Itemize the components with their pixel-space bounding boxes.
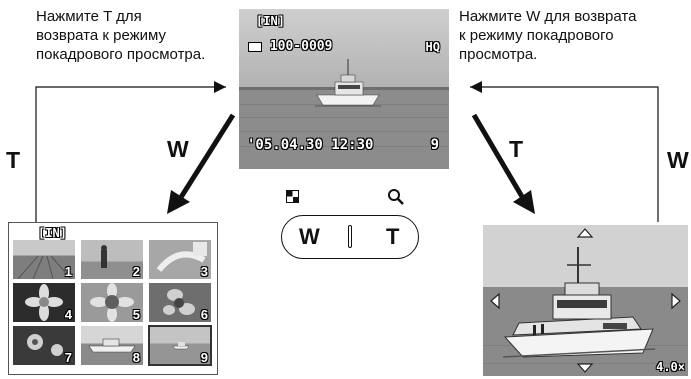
thumbnail[interactable]: 1 [13, 240, 75, 279]
arrow-left-icon [490, 292, 500, 310]
thumbnail-number: 9 [200, 350, 208, 365]
zoom-lever[interactable]: W T [281, 215, 419, 259]
index-view-screen: [IN] 1 2 3 4 5 6 7 8 9 [8, 222, 218, 375]
thumbnail-number: 2 [132, 264, 140, 279]
thumbnail-selected[interactable]: 9 [148, 325, 212, 366]
zoom-ratio: 4.0× [656, 360, 685, 374]
caption-right: Нажмите W для возврата к режиму покадров… [459, 8, 637, 63]
memory-indicator: [IN] [256, 14, 285, 28]
thumbnail-number: 7 [64, 350, 72, 365]
t-arrow [471, 113, 527, 202]
return-arrowhead-left [214, 81, 226, 93]
w-arrow [175, 113, 236, 204]
return-line-right [470, 86, 659, 222]
index-memory-indicator: [IN] [38, 226, 67, 240]
label-right-w: W [667, 147, 689, 173]
thumbnail-number: 6 [200, 307, 208, 322]
arrow-up-icon [576, 228, 594, 238]
thumbnail-number: 1 [64, 264, 72, 279]
label-center-t: T [509, 136, 524, 162]
card-icon [248, 41, 262, 52]
boat-photo [239, 9, 449, 169]
return-arrowhead-right [470, 81, 482, 93]
thumbnail[interactable]: 5 [81, 283, 143, 322]
zoom-w-label[interactable]: W [299, 224, 320, 249]
thumbnail-number: 4 [64, 307, 72, 322]
label-left-t: T [6, 147, 21, 173]
w-arrowhead [167, 190, 190, 214]
magnifier-icon [386, 187, 406, 207]
return-line-left [35, 86, 226, 222]
close-up-screen: 4.0× [483, 225, 688, 376]
quality-indicator: HQ [425, 40, 440, 54]
file-number-value: 100-0009 [269, 39, 333, 54]
thumbnail[interactable]: 7 [13, 326, 75, 365]
zoom-t-label[interactable]: T [386, 224, 400, 249]
date-time: '05.04.30 12:30 [247, 137, 374, 153]
thumbnail[interactable]: 3 [149, 240, 211, 279]
nav-arrows [490, 228, 681, 373]
arrow-right-icon [671, 292, 681, 310]
zoom-lever-divider [348, 225, 352, 248]
boat-closeup-photo [483, 225, 688, 376]
thumbnail-number: 5 [132, 307, 140, 322]
file-number: 100-0009 [248, 39, 332, 54]
single-frame-screen: [IN] 100-0009 HQ '05.04.30 12:30 9 [239, 9, 449, 169]
t-arrowhead [513, 190, 535, 214]
thumbnail[interactable]: 4 [13, 283, 75, 322]
arrow-down-icon [576, 363, 594, 373]
caption-left: Нажмите T для возврата к режиму покадров… [36, 8, 206, 63]
thumbnail[interactable]: 6 [149, 283, 211, 322]
index-grid-icon [286, 190, 299, 203]
thumbnail-number: 3 [200, 264, 208, 279]
thumbnail-number: 8 [132, 350, 140, 365]
thumbnail[interactable]: 2 [81, 240, 143, 279]
frame-number: 9 [430, 137, 439, 153]
label-center-w: W [167, 136, 189, 162]
thumbnail[interactable]: 8 [81, 326, 143, 365]
